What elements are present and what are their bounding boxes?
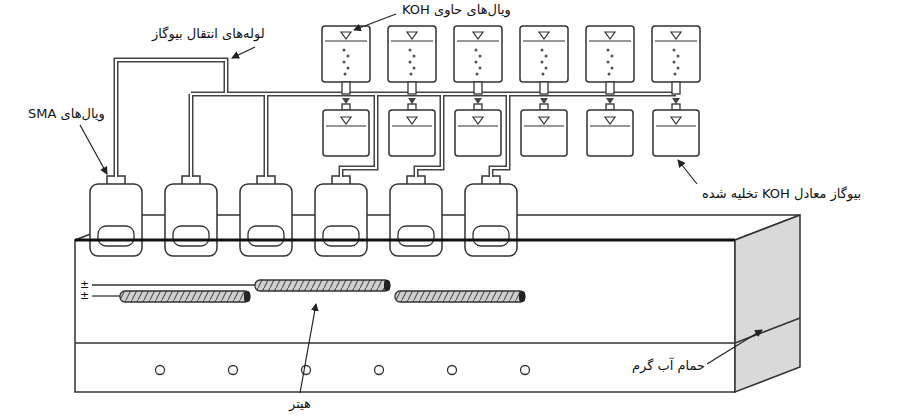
- heater-label: هیتر: [287, 396, 313, 412]
- vial-group-label: ویال‌های SMA: [26, 106, 107, 122]
- bath-label: حمام آب گرم: [630, 358, 707, 374]
- vial-group-label: ویال‌های حاوی KOH: [400, 2, 513, 18]
- vial-group-label: بیوگاز معادل KOH تخلیه شده: [700, 186, 863, 202]
- pipe-label: لوله‌های انتقال بیوگاز: [150, 26, 267, 42]
- terminal-sign: ±: [79, 290, 90, 302]
